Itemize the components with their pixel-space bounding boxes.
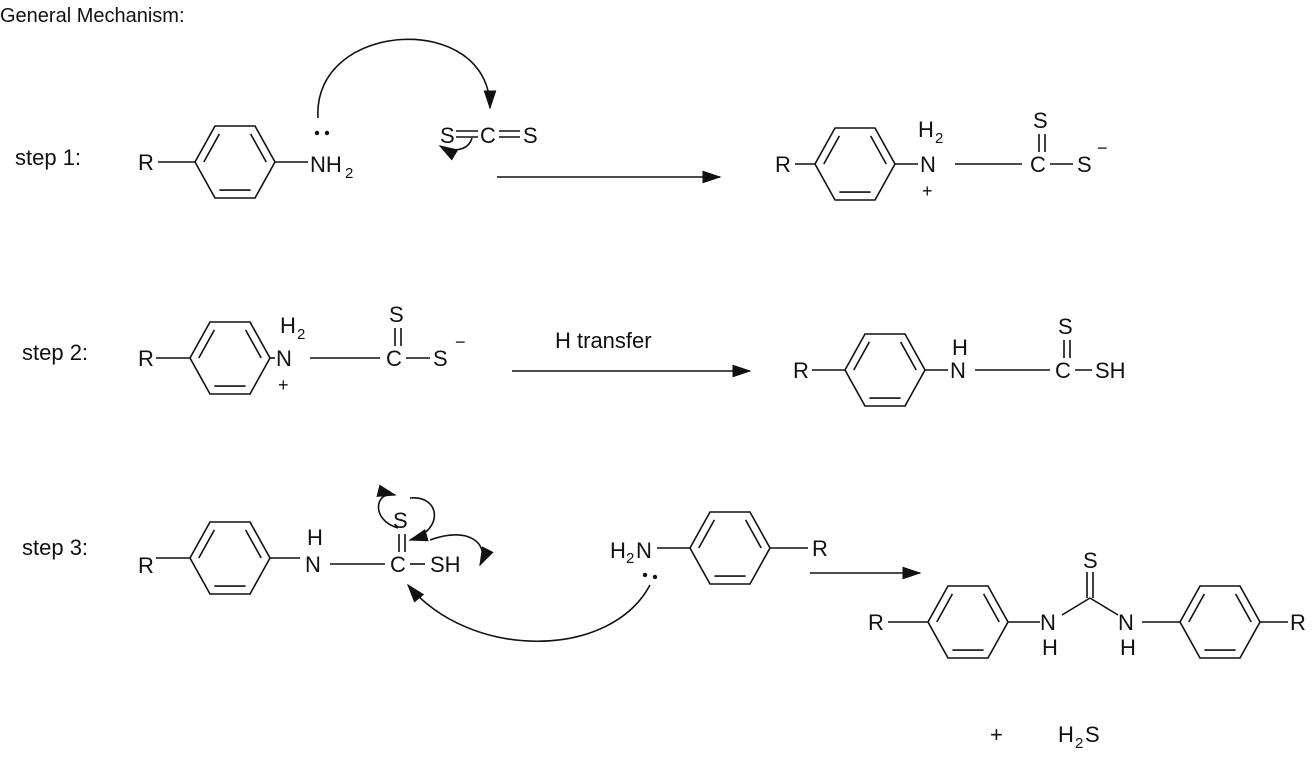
hydrogen: H bbox=[918, 117, 934, 142]
benzene-ring bbox=[189, 521, 271, 595]
double-bond bbox=[203, 133, 221, 163]
step-1: R NH 2 S C S R H 2 N + C S S − bbox=[138, 38, 1108, 201]
double-bond bbox=[823, 135, 841, 165]
step-3-label: step 3: bbox=[22, 535, 88, 560]
lone-pair bbox=[314, 130, 320, 136]
double-bond bbox=[936, 593, 954, 623]
hydrogen: H bbox=[952, 335, 968, 360]
double-bond bbox=[698, 519, 716, 549]
double-bond bbox=[244, 529, 262, 559]
plus-sign: + bbox=[990, 722, 1003, 747]
subscript: 2 bbox=[345, 165, 353, 182]
double-bond bbox=[1234, 593, 1252, 623]
step-3: R H N C S SH H 2 N R R N H S N H bbox=[138, 484, 1306, 752]
benzene-ring bbox=[189, 321, 271, 395]
r-group: R bbox=[812, 536, 828, 561]
nitrogen: N bbox=[636, 538, 652, 563]
r-group: R bbox=[138, 346, 154, 371]
hydrogen: H bbox=[1042, 635, 1058, 660]
carbon: C bbox=[480, 123, 496, 148]
double-bond bbox=[869, 135, 887, 165]
benzene-ring bbox=[689, 511, 771, 585]
curved-arrow bbox=[438, 137, 473, 161]
carbon: C bbox=[386, 346, 402, 371]
carbon: C bbox=[1055, 358, 1071, 383]
nitrogen: N bbox=[305, 552, 321, 577]
sulfur: S bbox=[1085, 722, 1100, 747]
double-bond bbox=[853, 341, 871, 371]
r-group: R bbox=[868, 610, 884, 635]
positive-charge: + bbox=[922, 181, 933, 201]
double-bond bbox=[982, 593, 1000, 623]
sulfur: S bbox=[433, 346, 448, 371]
double-bond bbox=[249, 133, 267, 163]
carbon: C bbox=[390, 552, 406, 577]
hydrogen: H bbox=[280, 313, 296, 338]
benzene-ring bbox=[1179, 585, 1261, 659]
thiol: SH bbox=[430, 552, 461, 577]
curved-arrow bbox=[408, 497, 436, 542]
step-1-label: step 1: bbox=[15, 145, 81, 170]
double-bond bbox=[198, 529, 216, 559]
step-2-label: step 2: bbox=[22, 340, 88, 365]
negative-charge: − bbox=[1097, 138, 1108, 158]
title: General Mechanism: bbox=[0, 5, 185, 27]
r-group: R bbox=[793, 358, 809, 383]
nitrogen: N bbox=[276, 346, 292, 371]
r-group: R bbox=[138, 553, 154, 578]
negative-charge: − bbox=[455, 332, 466, 352]
nitrogen: N bbox=[1118, 610, 1134, 635]
double-bond bbox=[744, 519, 762, 549]
curved-arrow bbox=[406, 583, 651, 643]
positive-charge: + bbox=[278, 375, 289, 395]
step-2: R H 2 N + C S S − H transfer R H N C S S… bbox=[138, 302, 1126, 395]
double-bond bbox=[1188, 593, 1206, 623]
r-group: R bbox=[1290, 610, 1306, 635]
nitrogen: N bbox=[1040, 610, 1056, 635]
hydrogen: H bbox=[610, 538, 626, 563]
double-bond bbox=[198, 329, 216, 359]
lone-pair bbox=[642, 572, 648, 578]
sulfur: S bbox=[389, 302, 404, 327]
sulfur: S bbox=[1058, 314, 1073, 339]
benzene-ring bbox=[194, 125, 276, 199]
carbon: C bbox=[1030, 152, 1046, 177]
subscript: 2 bbox=[1075, 735, 1083, 752]
benzene-ring bbox=[814, 127, 896, 201]
curved-arrow bbox=[429, 534, 494, 567]
hydrogen: H bbox=[1058, 722, 1074, 747]
nitrogen: N bbox=[920, 152, 936, 177]
sulfur: S bbox=[1077, 152, 1092, 177]
benzene-ring bbox=[927, 585, 1009, 659]
hydrogen: H bbox=[307, 525, 323, 550]
sulfur: S bbox=[440, 123, 455, 148]
curved-arrow bbox=[317, 38, 497, 119]
double-bond bbox=[899, 341, 917, 371]
curved-arrow bbox=[376, 484, 399, 529]
nitrogen: N bbox=[950, 358, 966, 383]
sulfur: S bbox=[393, 508, 408, 533]
r-group: R bbox=[138, 150, 154, 175]
sulfur: S bbox=[523, 123, 538, 148]
subscript: 2 bbox=[626, 550, 634, 567]
sulfur: S bbox=[1083, 548, 1098, 573]
sulfur: S bbox=[1033, 108, 1048, 133]
benzene-ring bbox=[844, 333, 926, 407]
thiol: SH bbox=[1095, 358, 1126, 383]
subscript: 2 bbox=[935, 130, 943, 147]
hydrogen: H bbox=[1120, 635, 1136, 660]
benzene-rings bbox=[189, 125, 1261, 659]
double-bond bbox=[244, 329, 262, 359]
amine-nh: NH bbox=[310, 152, 342, 177]
r-group: R bbox=[775, 152, 791, 177]
reagent-label: H transfer bbox=[555, 328, 652, 353]
subscript: 2 bbox=[297, 326, 305, 343]
